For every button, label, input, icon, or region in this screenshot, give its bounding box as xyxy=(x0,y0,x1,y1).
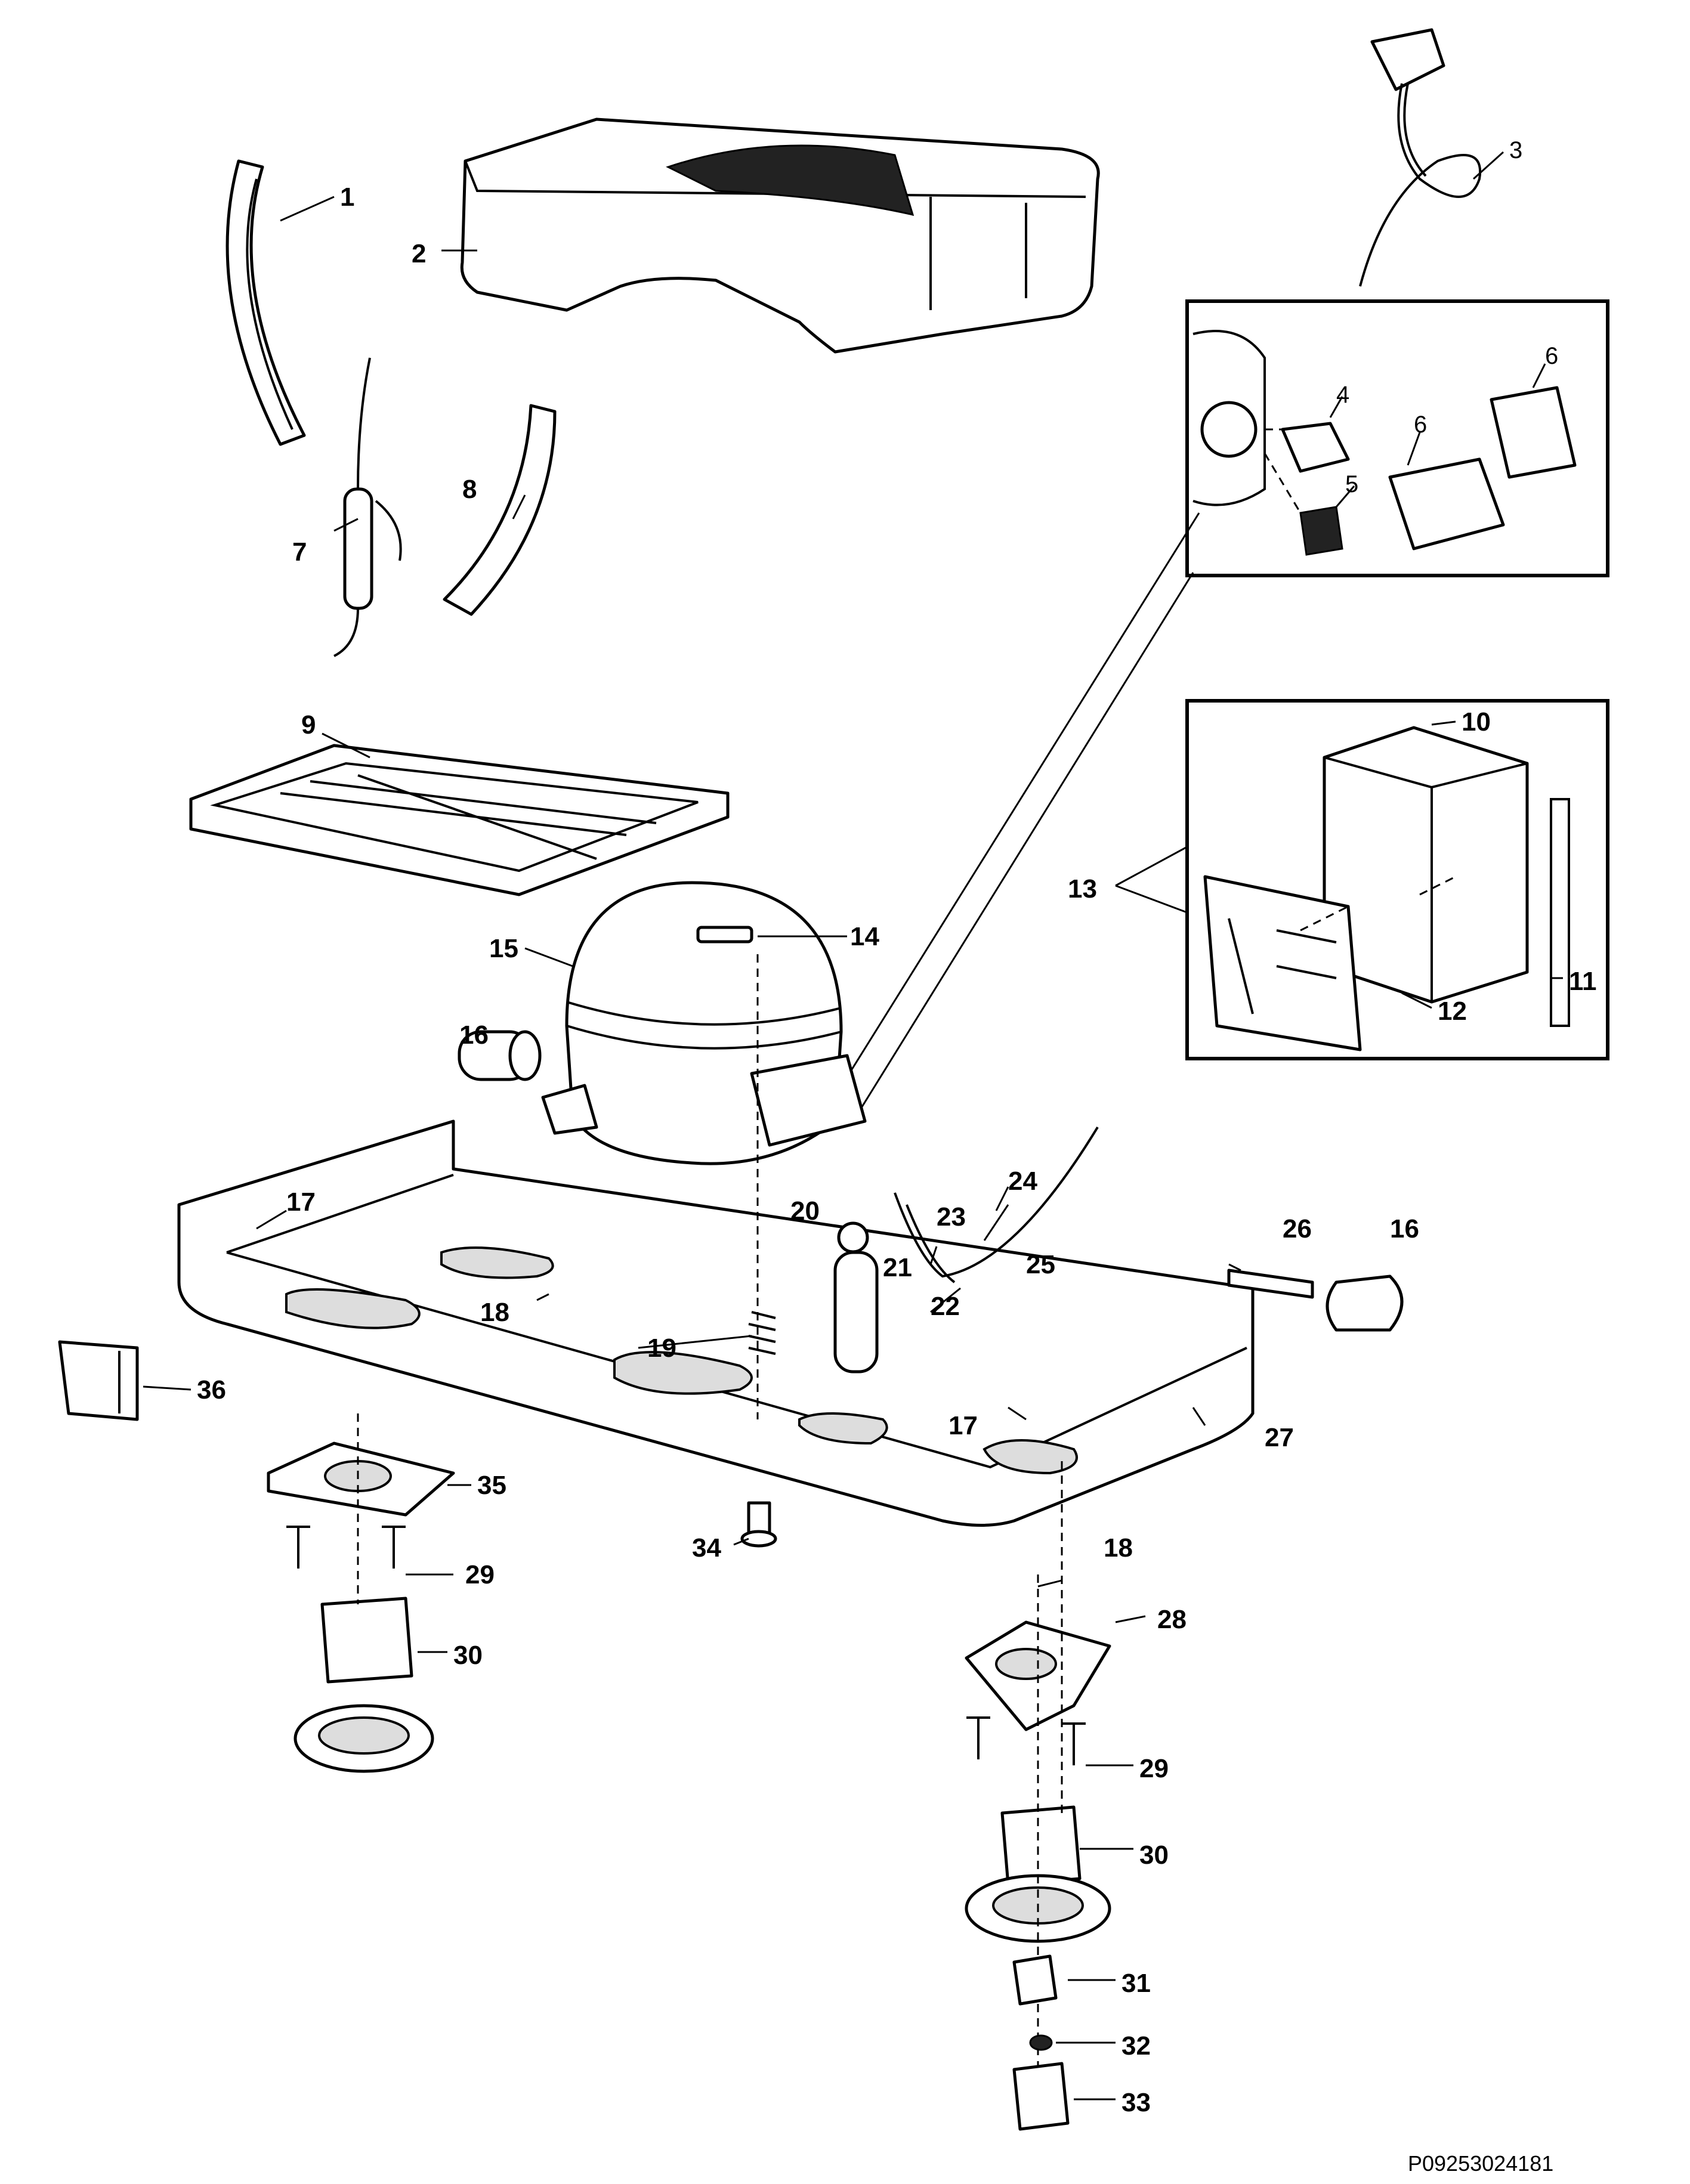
label-part-2: 2 xyxy=(412,239,426,268)
label-part-32: 32 xyxy=(1121,2031,1151,2061)
part-35-bracket xyxy=(267,1441,455,1517)
label-part-31: 31 xyxy=(1121,1969,1151,1998)
part-32-nut xyxy=(1029,2034,1053,2051)
inset-electrical-components xyxy=(1185,299,1609,577)
part-8-drain-hose xyxy=(443,404,557,616)
part-3-power-cord xyxy=(1359,28,1482,287)
label-part-34: 34 xyxy=(692,1533,721,1563)
part-16-capacitor-left xyxy=(458,1030,542,1081)
part-1-hose xyxy=(225,159,306,446)
label-part-17a: 17 xyxy=(286,1187,316,1217)
label-part-24: 24 xyxy=(1008,1167,1037,1196)
part-31-adjuster xyxy=(1012,1954,1058,2006)
part-29-screws-right xyxy=(966,1716,1086,1765)
part-19-spring xyxy=(748,954,776,1419)
label-part-10: 10 xyxy=(1462,707,1491,737)
part-26-strip xyxy=(1227,1269,1314,1299)
part-29-screws-left xyxy=(286,1526,406,1569)
label-part-19: 19 xyxy=(647,1334,676,1363)
label-part-23: 23 xyxy=(937,1202,966,1232)
part-30-foot-right xyxy=(965,1461,1111,2123)
label-part-9: 9 xyxy=(301,710,316,740)
label-part-17b: 17 xyxy=(948,1411,978,1440)
label-part-5: 5 xyxy=(1345,471,1358,497)
label-part-29b: 29 xyxy=(1139,1754,1169,1783)
part-9-grid-tray xyxy=(189,744,730,896)
part-30-foot-left xyxy=(293,1413,434,1773)
label-part-33: 33 xyxy=(1121,2088,1151,2117)
label-part-3: 3 xyxy=(1509,137,1522,163)
label-part-28: 28 xyxy=(1157,1605,1187,1634)
label-part-4: 4 xyxy=(1336,382,1349,408)
label-part-30b: 30 xyxy=(1139,1840,1169,1870)
label-part-18a: 18 xyxy=(480,1298,509,1327)
label-part-16b: 16 xyxy=(1390,1214,1419,1243)
part-33-cap xyxy=(1012,2062,1070,2131)
part-7-thermostat-probe xyxy=(333,357,402,657)
label-part-11: 11 xyxy=(1569,967,1597,996)
label-part-13: 13 xyxy=(1068,874,1097,904)
part-34-screw xyxy=(740,1501,777,1548)
label-part-26: 26 xyxy=(1283,1214,1312,1243)
part-36-clip xyxy=(58,1340,139,1421)
label-part-7: 7 xyxy=(292,537,307,567)
label-part-16a: 16 xyxy=(459,1020,489,1050)
label-part-8: 8 xyxy=(462,475,477,504)
label-part-6b: 6 xyxy=(1414,412,1427,438)
label-part-20: 20 xyxy=(790,1196,820,1226)
part-20-filter-drier xyxy=(833,1221,879,1373)
label-part-27: 27 xyxy=(1265,1423,1294,1452)
label-part-30a: 30 xyxy=(453,1641,483,1670)
label-part-22: 22 xyxy=(931,1292,960,1321)
part-27-base-plate xyxy=(177,1119,1255,1527)
part-16-capacitor-right xyxy=(1326,1274,1404,1332)
label-part-14: 14 xyxy=(850,922,879,951)
label-part-25: 25 xyxy=(1026,1250,1055,1279)
label-part-36: 36 xyxy=(197,1375,226,1405)
label-part-12: 12 xyxy=(1438,997,1467,1026)
label-part-15: 15 xyxy=(489,934,518,963)
label-part-18b: 18 xyxy=(1104,1533,1133,1563)
label-part-21: 21 xyxy=(883,1253,912,1282)
inset-control-box xyxy=(1185,699,1609,1060)
label-part-29a: 29 xyxy=(465,1560,495,1589)
label-part-35: 35 xyxy=(477,1471,506,1500)
part-2-tray xyxy=(460,117,1100,354)
label-part-1: 1 xyxy=(340,182,354,212)
part-15-compressor xyxy=(541,881,867,1165)
diagram-reference-code: P09253024181 xyxy=(1408,2151,1553,2176)
label-part-6a: 6 xyxy=(1545,343,1558,369)
